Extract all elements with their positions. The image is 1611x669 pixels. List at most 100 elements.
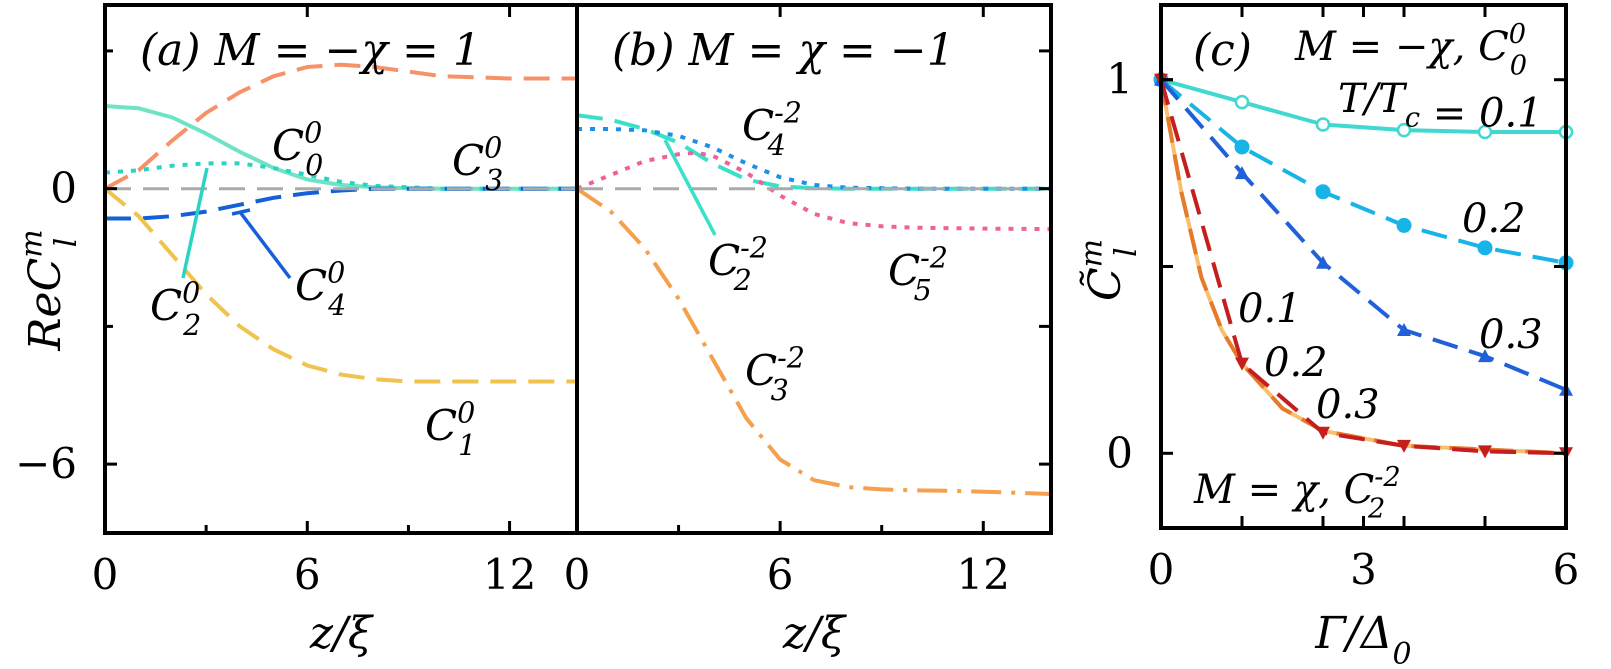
subscript: c xyxy=(1405,102,1420,133)
superscript: 0 xyxy=(1509,19,1526,50)
text-part: C xyxy=(708,236,740,285)
text-part: z/ξ xyxy=(782,608,848,659)
subscript: 3 xyxy=(485,163,503,197)
text-part: (c) xyxy=(1193,25,1252,76)
subscript: 4 xyxy=(327,288,346,322)
x-tick-label: 3 xyxy=(1350,545,1377,594)
superscript: 0 xyxy=(484,130,502,164)
text-part: T/T xyxy=(1338,76,1408,122)
series-line-2 xyxy=(576,150,1052,232)
text-part: C xyxy=(888,246,920,295)
series-line-2 xyxy=(104,161,577,191)
data-point xyxy=(1235,166,1249,180)
x-tick-label: 0 xyxy=(92,550,119,599)
data-point xyxy=(1315,117,1331,132)
text-part: 0.3 xyxy=(1316,382,1380,428)
x-axis-title: Γ/Δ0 xyxy=(1314,608,1411,669)
curve-label-c-5: 0.2 xyxy=(1264,340,1328,386)
text-part: = 0.1 xyxy=(1420,90,1543,136)
superscript: m xyxy=(15,229,50,257)
x-tick-label: 6 xyxy=(1553,545,1580,594)
series-line-1 xyxy=(1159,78,1567,265)
series-line-1 xyxy=(104,62,577,191)
text-part: M = −χ, C xyxy=(1294,24,1509,70)
subscript: 1 xyxy=(458,428,476,462)
leader-line xyxy=(181,167,209,279)
text-part: (a) M = −χ = 1 xyxy=(140,25,481,76)
plot-frame xyxy=(575,3,1053,535)
series-line-0 xyxy=(1160,77,1566,134)
series-line-0 xyxy=(576,113,1051,191)
subscript: l xyxy=(1109,247,1144,257)
subscript: 4 xyxy=(767,128,786,162)
subscript: 0 xyxy=(1510,50,1527,81)
series-line-0 xyxy=(104,104,577,191)
y-tick-label: 0 xyxy=(1106,428,1133,477)
curve-label-c-6: 0.3 xyxy=(1316,382,1380,428)
text-part: 0.2 xyxy=(1264,340,1328,386)
subscript: l xyxy=(49,238,84,248)
x-axis-title: z/ξ xyxy=(782,608,848,659)
x-tick-label: 6 xyxy=(294,550,321,599)
panel-title-a: (a) M = −χ = 1 xyxy=(140,25,481,76)
series-line-3 xyxy=(575,187,1052,496)
text-part: z/ξ xyxy=(309,608,375,659)
x-tick-label: 12 xyxy=(483,550,536,599)
x-axis-title: z/ξ xyxy=(309,608,375,659)
data-point xyxy=(1234,94,1250,110)
leader-line xyxy=(663,139,717,236)
data-point xyxy=(1397,323,1411,337)
y-tick-label: 1 xyxy=(1106,55,1133,104)
subscript: 2 xyxy=(182,308,201,342)
x-tick-label: 0 xyxy=(1148,545,1175,594)
subscript: 0 xyxy=(305,148,323,182)
data-point xyxy=(1478,445,1492,459)
superscript: 0 xyxy=(304,115,322,149)
superscript: 0 xyxy=(327,255,345,289)
data-point xyxy=(1477,240,1493,256)
series-line-3 xyxy=(105,186,577,221)
superscript: m xyxy=(1075,239,1110,267)
subscript: 3 xyxy=(771,373,789,407)
text-part: 0.2 xyxy=(1462,196,1526,242)
y-axis-title-a: ReCml xyxy=(15,229,84,351)
panel-title-c: (c) xyxy=(1193,25,1252,76)
text-part: 0.1 xyxy=(1238,286,1302,332)
superscript: -2 xyxy=(920,240,948,274)
curve-label-c-3: 0.3 xyxy=(1479,312,1543,358)
data-point xyxy=(1235,357,1249,371)
x-tick-label: 12 xyxy=(957,550,1010,599)
data-point xyxy=(1396,217,1412,233)
text-part: (b) M = χ = −1 xyxy=(612,25,955,76)
text-part: C xyxy=(742,101,774,150)
y-tick-label: −6 xyxy=(15,439,77,488)
superscript: -2 xyxy=(740,230,768,264)
data-point xyxy=(1397,439,1411,453)
leader-line xyxy=(231,208,251,216)
superscript: -2 xyxy=(777,340,805,374)
text-part: C xyxy=(295,261,327,310)
panel-title-b: (b) M = χ = −1 xyxy=(612,25,955,76)
leader-line xyxy=(238,210,292,280)
subscript: 2 xyxy=(1367,493,1385,524)
superscript: -2 xyxy=(1374,462,1400,493)
text-part: C xyxy=(452,136,484,185)
subscript: 0 xyxy=(1393,637,1412,669)
data-point xyxy=(1396,122,1412,138)
series-line-4 xyxy=(103,187,577,384)
superscript: 0 xyxy=(182,275,200,309)
text-part: C̃ xyxy=(1078,267,1131,301)
x-tick-label: 0 xyxy=(564,550,591,599)
superscript: -2 xyxy=(774,95,802,129)
series-line-1 xyxy=(577,127,1051,191)
series-line-5 xyxy=(1159,79,1567,456)
text-part: C xyxy=(150,281,182,330)
